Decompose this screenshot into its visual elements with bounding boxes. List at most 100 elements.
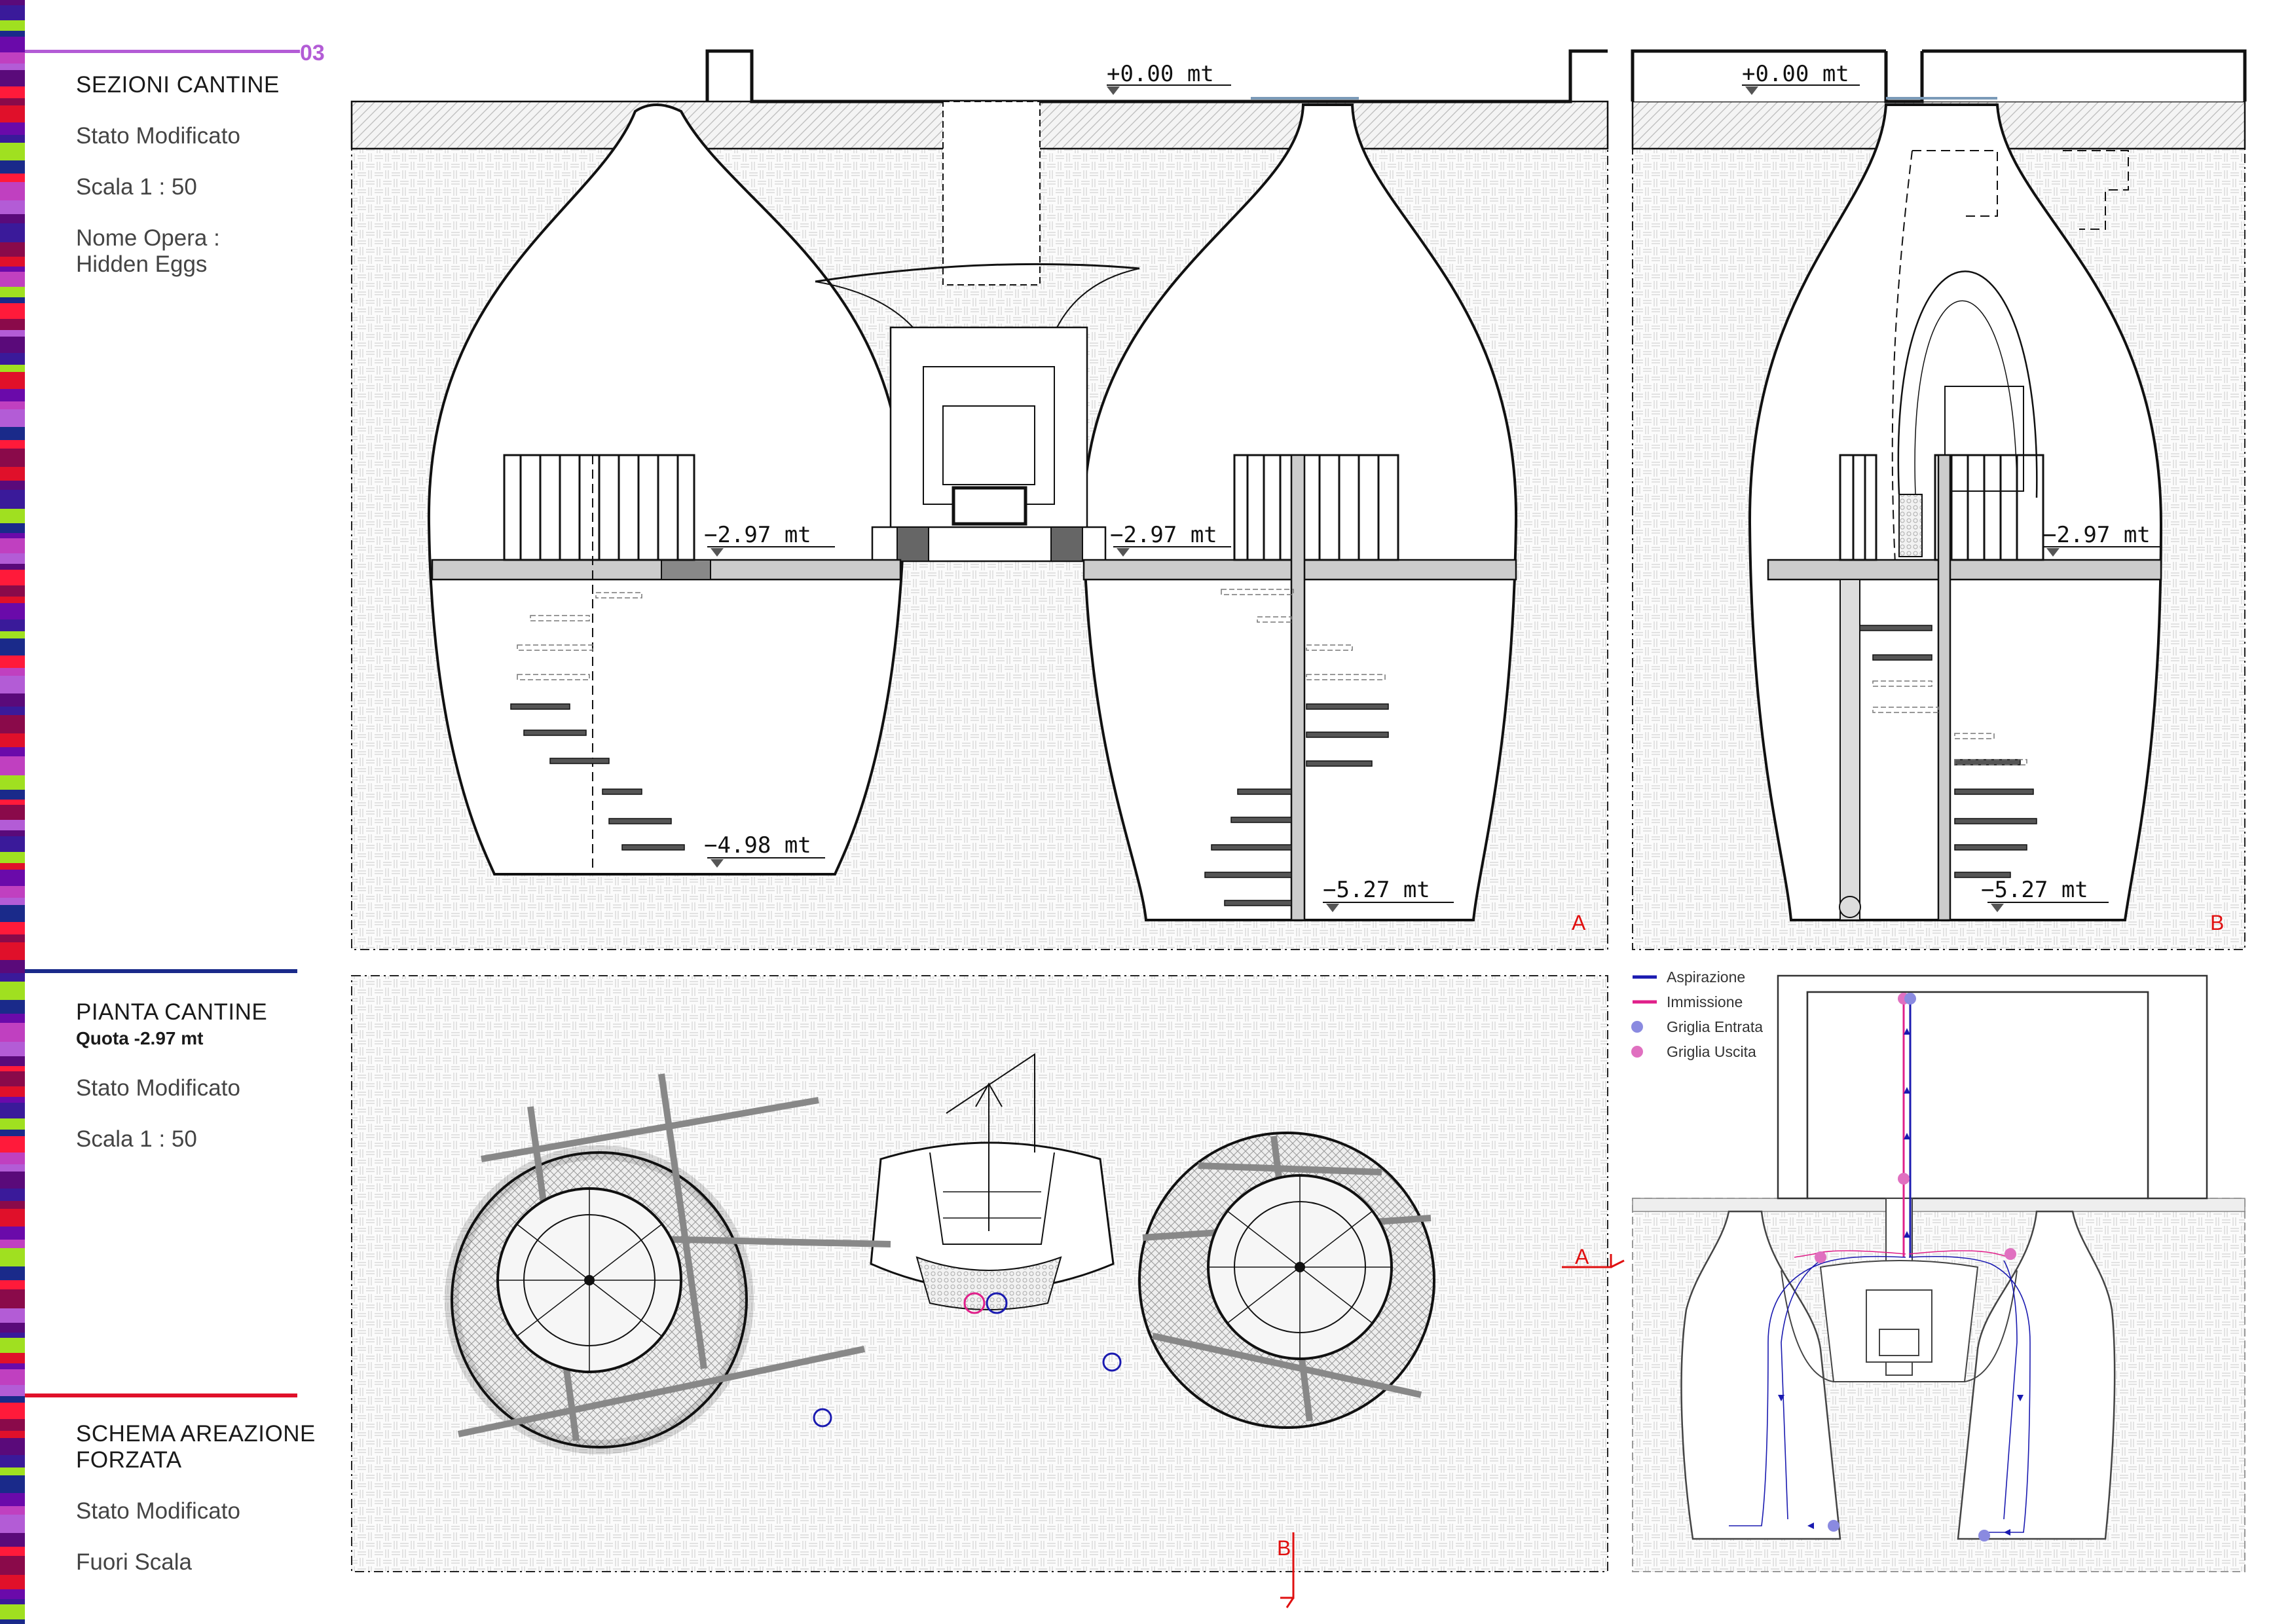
strip-band bbox=[0, 1153, 25, 1164]
strip-band bbox=[0, 1164, 25, 1172]
work-label: Nome Opera : bbox=[76, 225, 220, 251]
strip-band bbox=[0, 37, 25, 52]
strip-band bbox=[0, 1599, 25, 1604]
strip-band bbox=[0, 790, 25, 800]
strip-band bbox=[0, 564, 25, 570]
strip-band bbox=[0, 638, 25, 655]
strip-band bbox=[0, 820, 25, 830]
strip-band bbox=[0, 800, 25, 805]
section-a-mark: A bbox=[1572, 911, 1586, 934]
ventilation-title-1: SCHEMA AREAZIONE bbox=[76, 1421, 316, 1447]
strip-band bbox=[0, 0, 25, 5]
strip-band bbox=[0, 143, 25, 160]
strip-band bbox=[0, 182, 25, 200]
level-mid-left: −2.97 mt bbox=[704, 522, 811, 548]
strip-band bbox=[0, 467, 25, 481]
strip-band bbox=[0, 934, 25, 942]
strip-band bbox=[0, 886, 25, 898]
plan-title: PIANTA CANTINE bbox=[76, 999, 268, 1025]
strip-band bbox=[0, 538, 25, 553]
level-ground-b: +0.00 mt bbox=[1742, 61, 1849, 87]
strip-band bbox=[0, 267, 25, 272]
plan-scale: Scala 1 : 50 bbox=[76, 1126, 197, 1152]
strip-band bbox=[0, 1431, 25, 1438]
strip-band bbox=[0, 70, 25, 86]
strip-band bbox=[0, 1338, 25, 1353]
strip-band bbox=[0, 1333, 25, 1338]
strip-band bbox=[0, 272, 25, 287]
strip-band bbox=[0, 319, 25, 330]
strip-band bbox=[0, 1280, 25, 1289]
plan-cut-a: A bbox=[1575, 1245, 1589, 1268]
strip-band bbox=[0, 1056, 25, 1066]
strip-band bbox=[0, 1071, 25, 1086]
strip-band bbox=[0, 805, 25, 820]
plan-level: Quota -2.97 mt bbox=[76, 1028, 204, 1048]
strip-band bbox=[0, 1575, 25, 1589]
strip-band bbox=[0, 960, 25, 973]
strip-band bbox=[0, 337, 25, 353]
strip-band bbox=[0, 1118, 25, 1130]
strip-band bbox=[0, 1136, 25, 1153]
strip-band bbox=[0, 200, 25, 214]
strip-band bbox=[0, 619, 25, 631]
strip-band bbox=[0, 1323, 25, 1333]
strip-band bbox=[0, 1455, 25, 1467]
strip-band bbox=[0, 5, 25, 20]
strip-band bbox=[0, 898, 25, 905]
strip-band bbox=[0, 52, 25, 64]
strip-band bbox=[0, 668, 25, 676]
strip-band bbox=[0, 1240, 25, 1248]
strip-band bbox=[0, 1619, 25, 1624]
strip-band bbox=[0, 1248, 25, 1266]
sections-rule bbox=[25, 50, 300, 53]
page-number: 03 bbox=[300, 41, 325, 65]
strip-band bbox=[0, 982, 25, 1000]
strip-band bbox=[0, 174, 25, 182]
strip-band bbox=[0, 1308, 25, 1323]
strip-band bbox=[0, 509, 25, 523]
strip-band bbox=[0, 1227, 25, 1240]
strip-band bbox=[0, 440, 25, 449]
strip-band bbox=[0, 1419, 25, 1431]
strip-band bbox=[0, 242, 25, 257]
strip-band bbox=[0, 1353, 25, 1363]
strip-band bbox=[0, 1475, 25, 1493]
strip-band bbox=[0, 1515, 25, 1533]
strip-band bbox=[0, 31, 25, 37]
strip-band bbox=[0, 523, 25, 533]
strip-band bbox=[0, 1189, 25, 1201]
strip-band bbox=[0, 135, 25, 143]
strip-band bbox=[0, 1042, 25, 1056]
strip-band bbox=[0, 365, 25, 372]
ventilation-state: Stato Modificato bbox=[76, 1498, 240, 1524]
strip-band bbox=[0, 733, 25, 747]
strip-band bbox=[0, 715, 25, 733]
strip-band bbox=[0, 1403, 25, 1419]
strip-band bbox=[0, 330, 25, 337]
strip-band bbox=[0, 1589, 25, 1599]
strip-band bbox=[0, 1506, 25, 1515]
strip-band bbox=[0, 257, 25, 267]
strip-band bbox=[0, 401, 25, 409]
strip-band bbox=[0, 830, 25, 836]
ventilation-diagram: Aspirazione Immissione Griglia Entrata G… bbox=[1631, 969, 2246, 1572]
strip-band bbox=[0, 756, 25, 775]
strip-band bbox=[0, 852, 25, 863]
strip-band bbox=[0, 1014, 25, 1023]
plan-view: A B bbox=[351, 975, 1625, 1608]
level-mid-b: −2.97 mt bbox=[2043, 522, 2151, 548]
strip-band bbox=[0, 1209, 25, 1227]
strip-band bbox=[0, 287, 25, 297]
plan-cut-b: B bbox=[1277, 1536, 1291, 1560]
strip-band bbox=[0, 122, 25, 135]
ventilation-title-2: FORZATA bbox=[76, 1447, 182, 1473]
strip-band bbox=[0, 747, 25, 756]
strip-band bbox=[0, 693, 25, 707]
strip-band bbox=[0, 1289, 25, 1308]
strip-band bbox=[0, 1130, 25, 1136]
level-bottom-right: −5.27 mt bbox=[1323, 877, 1430, 903]
strip-band bbox=[0, 585, 25, 597]
strip-band bbox=[0, 973, 25, 982]
